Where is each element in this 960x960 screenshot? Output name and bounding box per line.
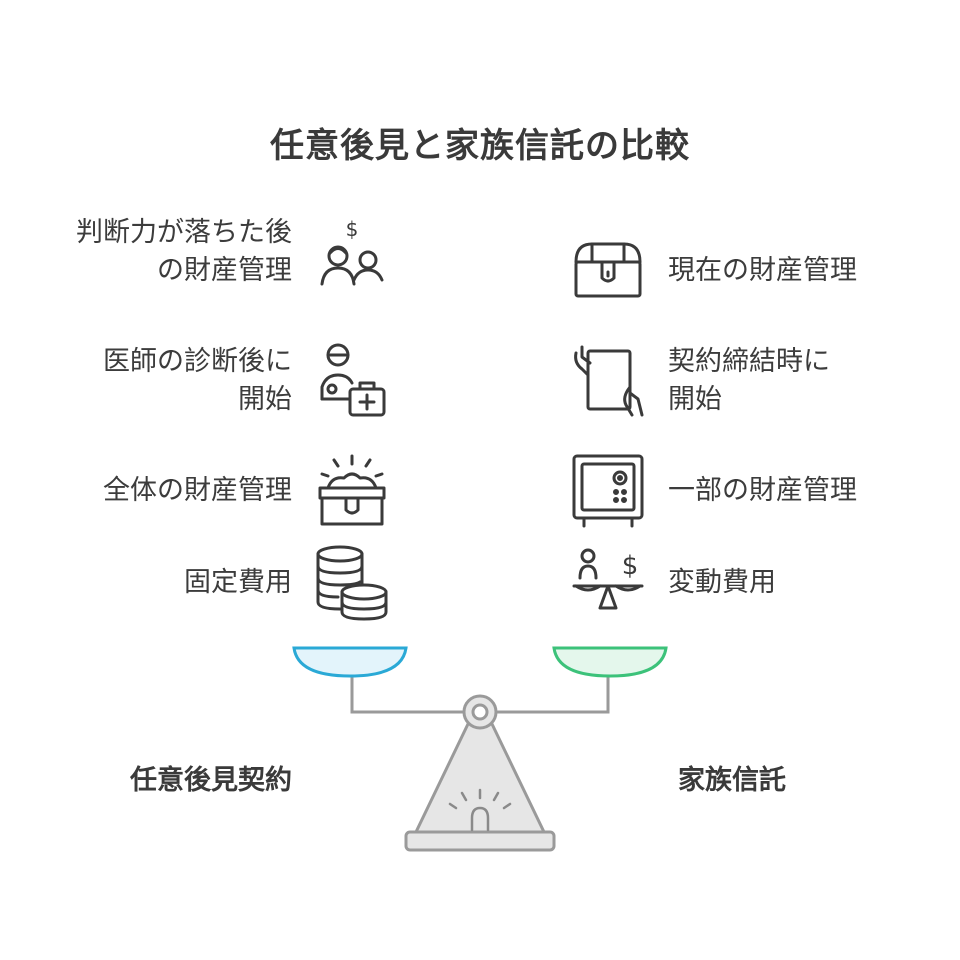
right-item-4: 変動費用 — [668, 564, 776, 602]
left-pan — [292, 646, 408, 678]
scale-stand — [413, 722, 547, 834]
tablet-signing-icon — [568, 343, 648, 423]
right-item-4-line-1: 変動費用 — [668, 567, 776, 598]
scale-light-icon — [448, 788, 512, 832]
svg-text:$: $ — [346, 217, 359, 241]
left-item-4: 固定費用 — [184, 564, 292, 602]
right-item-3: 一部の財産管理 — [668, 472, 857, 510]
left-item-3: 全体の財産管理 — [103, 472, 292, 510]
right-item-1: 現在の財産管理 — [668, 252, 857, 290]
people-money-icon: $ — [312, 214, 392, 294]
right-item-3-line-1: 一部の財産管理 — [668, 475, 857, 506]
scale-base — [404, 830, 556, 852]
treasure-chest-closed-icon — [568, 234, 648, 314]
doctor-medical-kit-icon — [312, 343, 392, 423]
right-item-1-line-1: 現在の財産管理 — [668, 255, 857, 286]
scale-pivot — [462, 694, 498, 730]
svg-text:$: $ — [622, 551, 639, 581]
left-item-1-line-1: 判断力が落ちた後 — [76, 217, 292, 248]
left-item-2-line-2: 開始 — [238, 384, 292, 415]
safe-icon — [568, 452, 648, 532]
treasure-chest-open-icon — [312, 452, 392, 532]
left-heading: 任意後見契約 — [130, 765, 292, 796]
left-item-2: 医師の診断後に 開始 — [103, 343, 292, 419]
page-title: 任意後見と家族信託の比較 — [270, 126, 690, 166]
left-item-4-line-1: 固定費用 — [184, 567, 292, 598]
left-item-1-line-2: の財産管理 — [157, 255, 292, 286]
balance-person-money-icon: $ — [568, 544, 648, 624]
scale-beam — [350, 676, 610, 714]
coin-stack-icon — [312, 544, 392, 624]
left-item-1: 判断力が落ちた後 の財産管理 — [76, 214, 292, 290]
left-item-2-line-1: 医師の診断後に — [103, 346, 292, 377]
right-pan — [552, 646, 668, 678]
right-heading: 家族信託 — [678, 765, 786, 796]
left-item-3-line-1: 全体の財産管理 — [103, 475, 292, 506]
right-item-2-line-2: 開始 — [668, 384, 722, 415]
right-item-2: 契約締結時に 開始 — [668, 343, 830, 419]
right-item-2-line-1: 契約締結時に — [668, 346, 830, 377]
